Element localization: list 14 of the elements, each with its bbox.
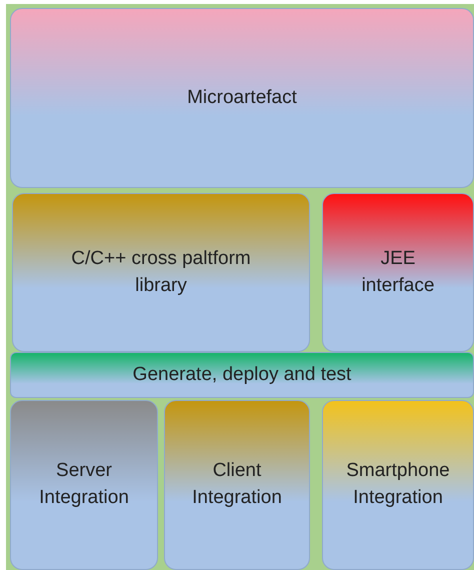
layer-label: Smartphone Integration (345, 459, 451, 510)
layer-label: JEE interface (360, 246, 436, 298)
layer-box (10, 400, 158, 570)
layer-box (10, 8, 474, 188)
layer-label: Server Integration (38, 459, 130, 510)
layer-band (10, 352, 474, 398)
layer-box (322, 400, 474, 570)
layer-label: C/C++ cross paltform library (70, 246, 252, 298)
layer-box (12, 193, 310, 352)
layer-box (164, 400, 310, 570)
layer-box (322, 193, 474, 352)
layer-label: Generate, deploy and test (132, 362, 352, 387)
layer-label: Microartefact (187, 86, 297, 110)
layer-label: Client Integration (191, 459, 283, 510)
